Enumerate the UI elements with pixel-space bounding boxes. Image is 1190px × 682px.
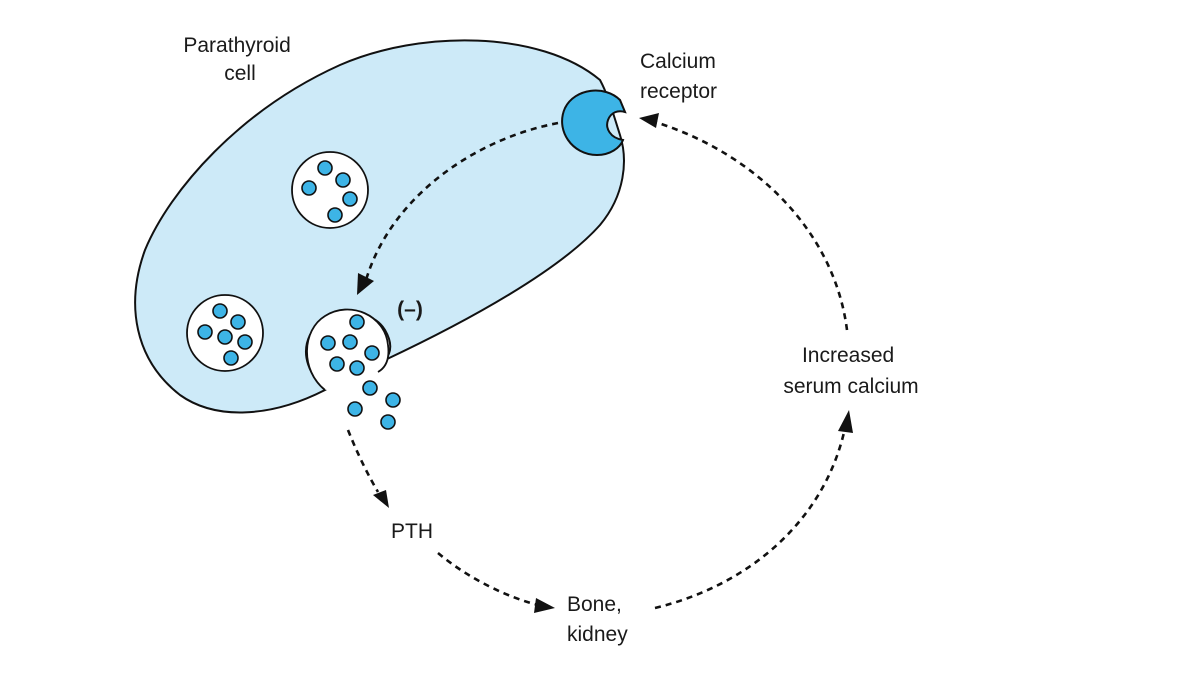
receptor-label: Calcium receptor [640, 50, 722, 103]
inhibition-label: (–) [397, 298, 423, 321]
inhibitory-signal-arrow [357, 121, 559, 295]
pth-to-target-arrow [437, 552, 555, 613]
target-to-calcium-arrow [654, 410, 853, 610]
calcium-to-receptor-arrow [639, 113, 849, 331]
calcium-receptor [561, 89, 627, 157]
pth-release-arrow [346, 429, 389, 508]
pth-label: PTH [391, 520, 433, 543]
secretory-vesicle-1 [291, 151, 369, 229]
exocytosis-vesicle [306, 308, 390, 391]
released-pth-granules [347, 380, 401, 430]
target-label: Bone, kidney [567, 593, 628, 646]
secretory-vesicle-2 [186, 294, 264, 372]
cell-label: Parathyroid cell [183, 34, 296, 85]
increased-calcium-label: Increased serum calcium [783, 344, 918, 398]
